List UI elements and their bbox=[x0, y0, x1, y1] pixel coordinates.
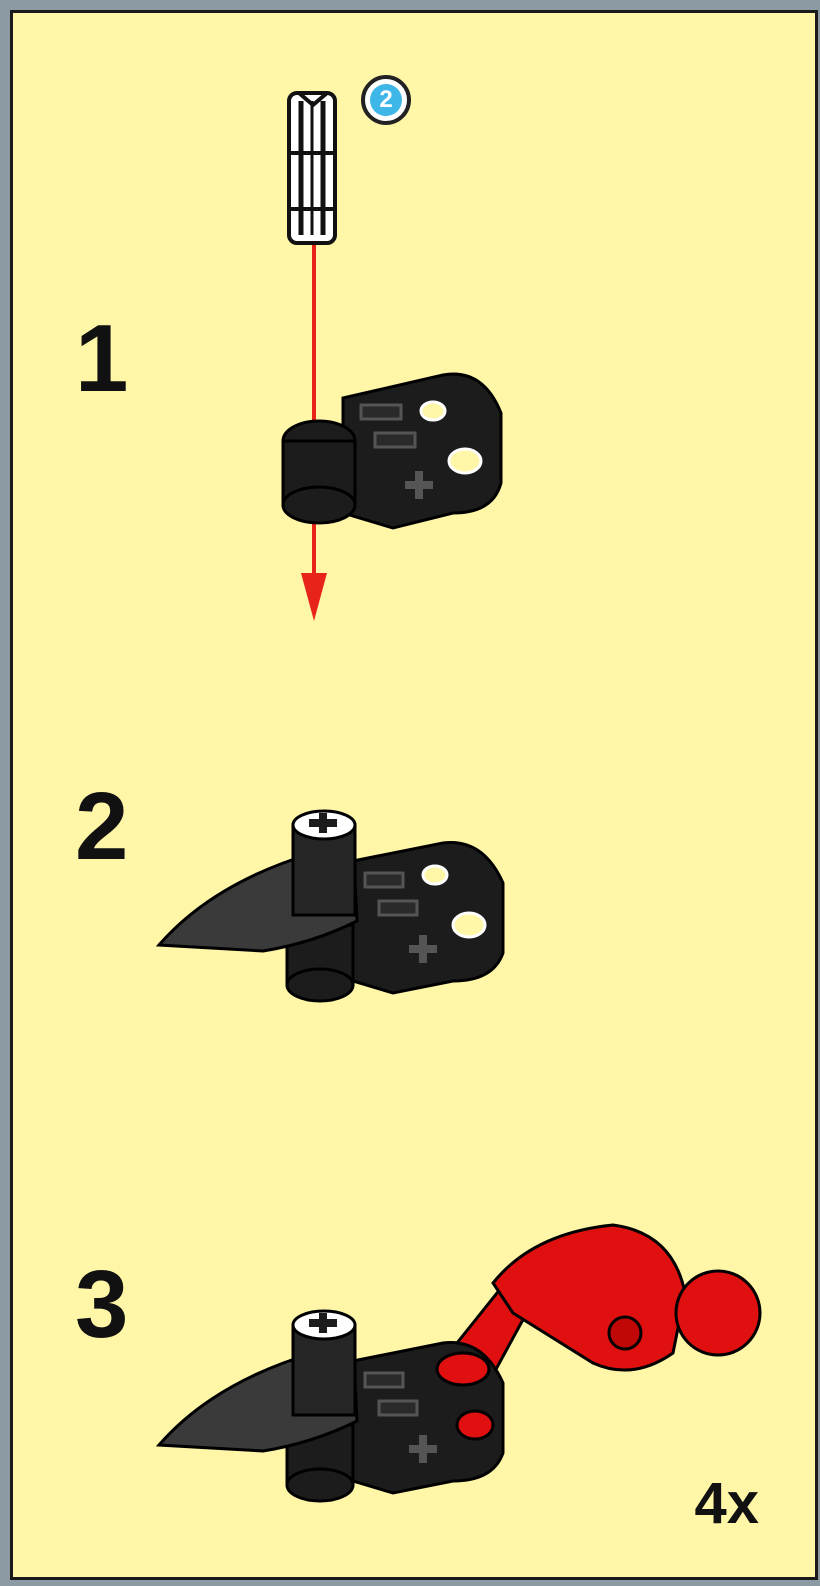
quantity-multiplier: 4x bbox=[694, 1475, 759, 1533]
step-3-illustration bbox=[13, 13, 820, 1583]
instruction-panel: 1 2 3 2 bbox=[10, 10, 818, 1580]
limb-assembly-part bbox=[159, 1225, 760, 1501]
